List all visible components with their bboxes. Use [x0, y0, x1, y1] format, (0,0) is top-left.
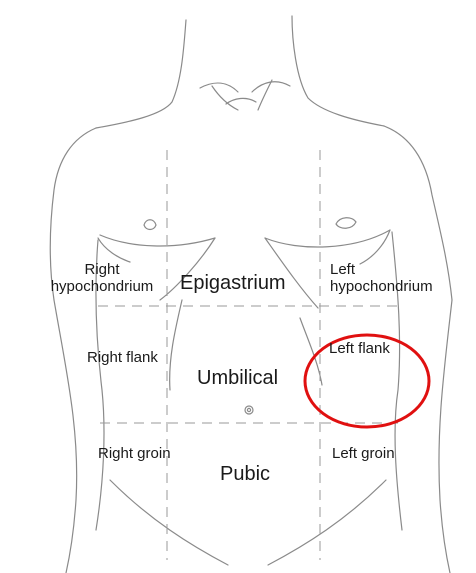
neck-outline-right	[292, 16, 384, 126]
label-right-hypochondrium-line2: hypochondrium	[36, 278, 168, 295]
label-pubic: Pubic	[220, 463, 270, 486]
hip-outer-left	[54, 300, 77, 573]
umbilicus-inner	[247, 408, 250, 411]
pectoral-right	[265, 230, 390, 247]
inguinal-left	[110, 480, 228, 565]
sternal-notch-inner	[226, 98, 256, 104]
label-right-hypochondrium: Right hypochondrium	[36, 261, 168, 296]
label-epigastrium: Epigastrium	[180, 272, 286, 295]
collarbone-left	[200, 83, 238, 92]
label-right-flank: Right flank	[87, 349, 158, 366]
label-right-hypochondrium-line1: Right	[36, 261, 168, 278]
label-left-groin: Left groin	[332, 445, 395, 462]
label-left-hypochondrium-line1: Left	[330, 261, 433, 278]
sternal-notch-left	[212, 86, 238, 110]
pectoral-left	[100, 235, 215, 246]
umbilicus	[245, 406, 253, 414]
label-left-flank: Left flank	[329, 340, 390, 357]
nipple-right	[336, 218, 356, 229]
muscle-hint-left	[170, 300, 182, 390]
sternal-notch-right	[258, 80, 272, 110]
label-left-hypochondrium: Left hypochondrium	[330, 261, 433, 296]
label-right-groin: Right groin	[98, 445, 171, 462]
nipple-left	[144, 220, 156, 230]
label-umbilical: Umbilical	[197, 367, 278, 390]
hip-outer-right	[439, 300, 452, 573]
neck-outline-left	[96, 20, 186, 128]
label-left-hypochondrium-line2: hypochondrium	[330, 278, 433, 295]
inguinal-right	[268, 480, 386, 565]
